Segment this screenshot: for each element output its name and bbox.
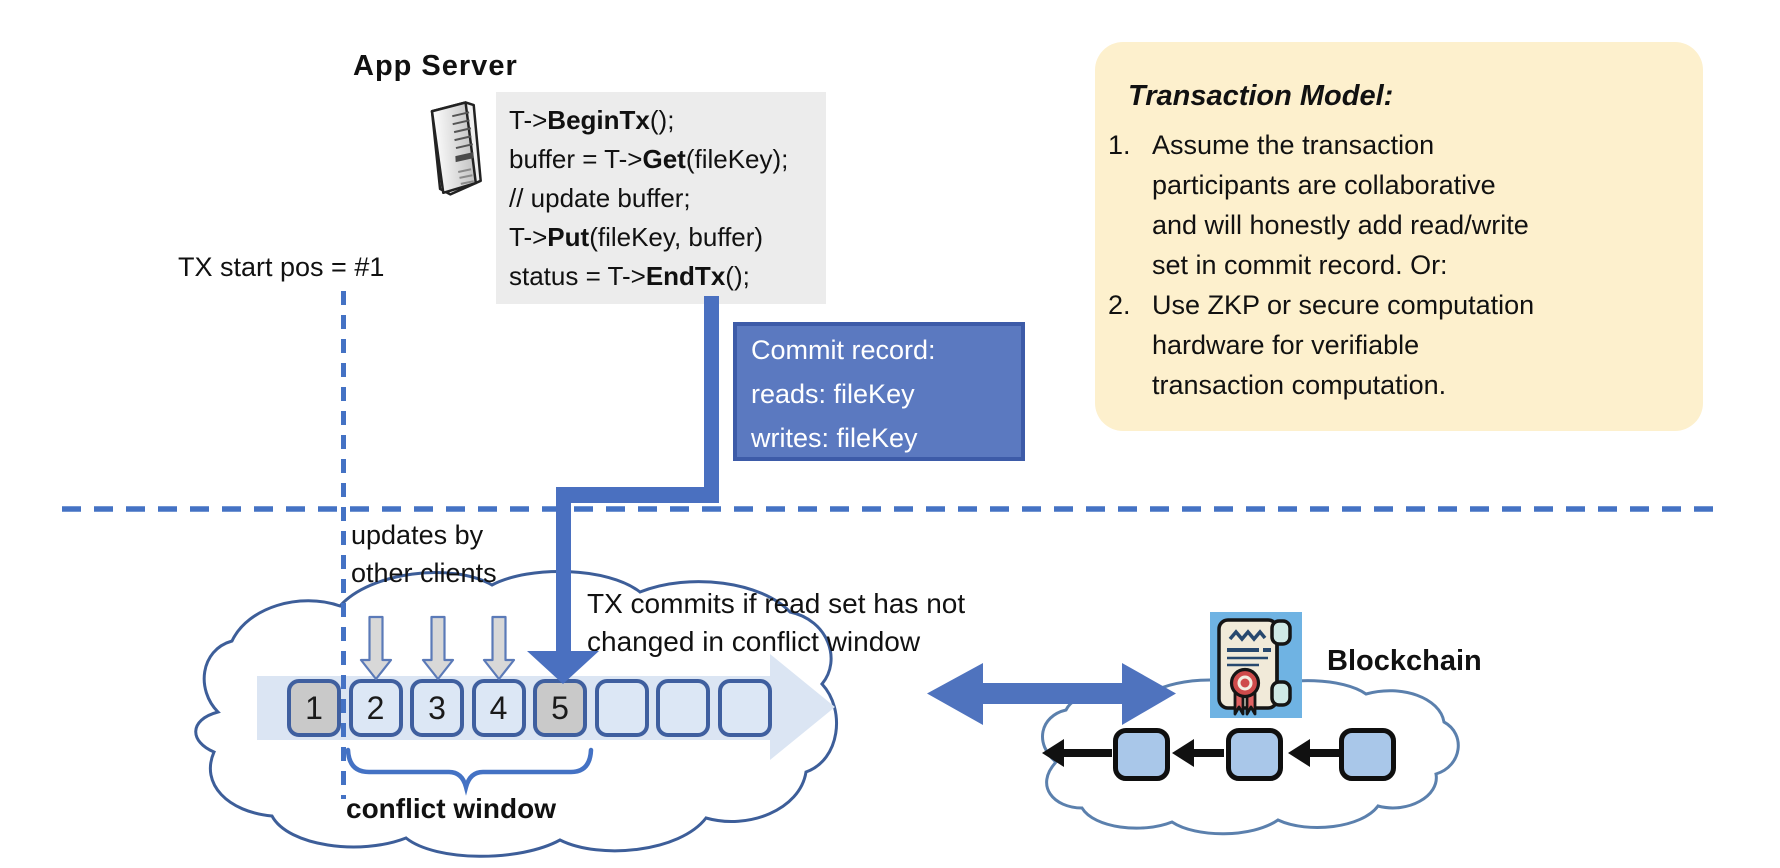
smart-contract-scroll-icon (1210, 612, 1302, 718)
transaction-model-panel: Transaction Model: 1.Assume the transact… (1095, 42, 1703, 431)
blockchain-block (1339, 728, 1396, 781)
server-icon (430, 101, 482, 196)
code-line: buffer = T->Get(fileKey); (509, 144, 789, 174)
commit-record-line: writes: fileKey (751, 423, 918, 453)
timeline-block (594, 679, 649, 737)
commit-record-box: Commit record: reads: fileKey writes: file… (733, 322, 1025, 461)
blockchain-block (1113, 728, 1170, 781)
timeline-block: 4 (471, 679, 526, 737)
tx-commits-annotation: TX commits if read set has not changed i… (587, 588, 966, 657)
commit-record-line: reads: fileKey (751, 379, 915, 409)
code-line: T->Put(fileKey, buffer) (509, 222, 764, 252)
app-server-title: App Server (353, 50, 518, 82)
transaction-model-item: 2.Use ZKP or secure computation hardware… (1108, 290, 1535, 400)
transaction-model-item: 1.Assume the transaction participants ar… (1108, 130, 1529, 280)
conflict-window-label: conflict window (346, 793, 556, 824)
commit-record-line: Commit record: (751, 335, 936, 365)
timeline-block: 2 (348, 679, 403, 737)
timeline-block: 5 (533, 679, 587, 737)
blockchain-block (1226, 728, 1283, 781)
timeline-block (717, 679, 772, 737)
code-line: status = T->EndTx(); (509, 261, 750, 291)
timeline-block: 3 (410, 679, 464, 737)
transaction-model-list: 1.Assume the transaction participants ar… (1108, 125, 1683, 405)
blockchain-label: Blockchain (1327, 645, 1482, 677)
timeline-block: 1 (287, 679, 341, 737)
blockchain-strip (1113, 728, 1396, 781)
updates-by-other-clients-label: updates by other clients (351, 520, 497, 588)
tx-start-pos-label: TX start pos = #1 (178, 252, 385, 282)
code-line: T->BeginTx(); (509, 105, 675, 135)
code-line: // update buffer; (509, 183, 691, 213)
transaction-model-title: Transaction Model: (1128, 80, 1394, 112)
timeline-block (656, 679, 710, 737)
transaction-code-block: T->BeginTx(); buffer = T->Get(fileKey); //… (496, 92, 826, 304)
